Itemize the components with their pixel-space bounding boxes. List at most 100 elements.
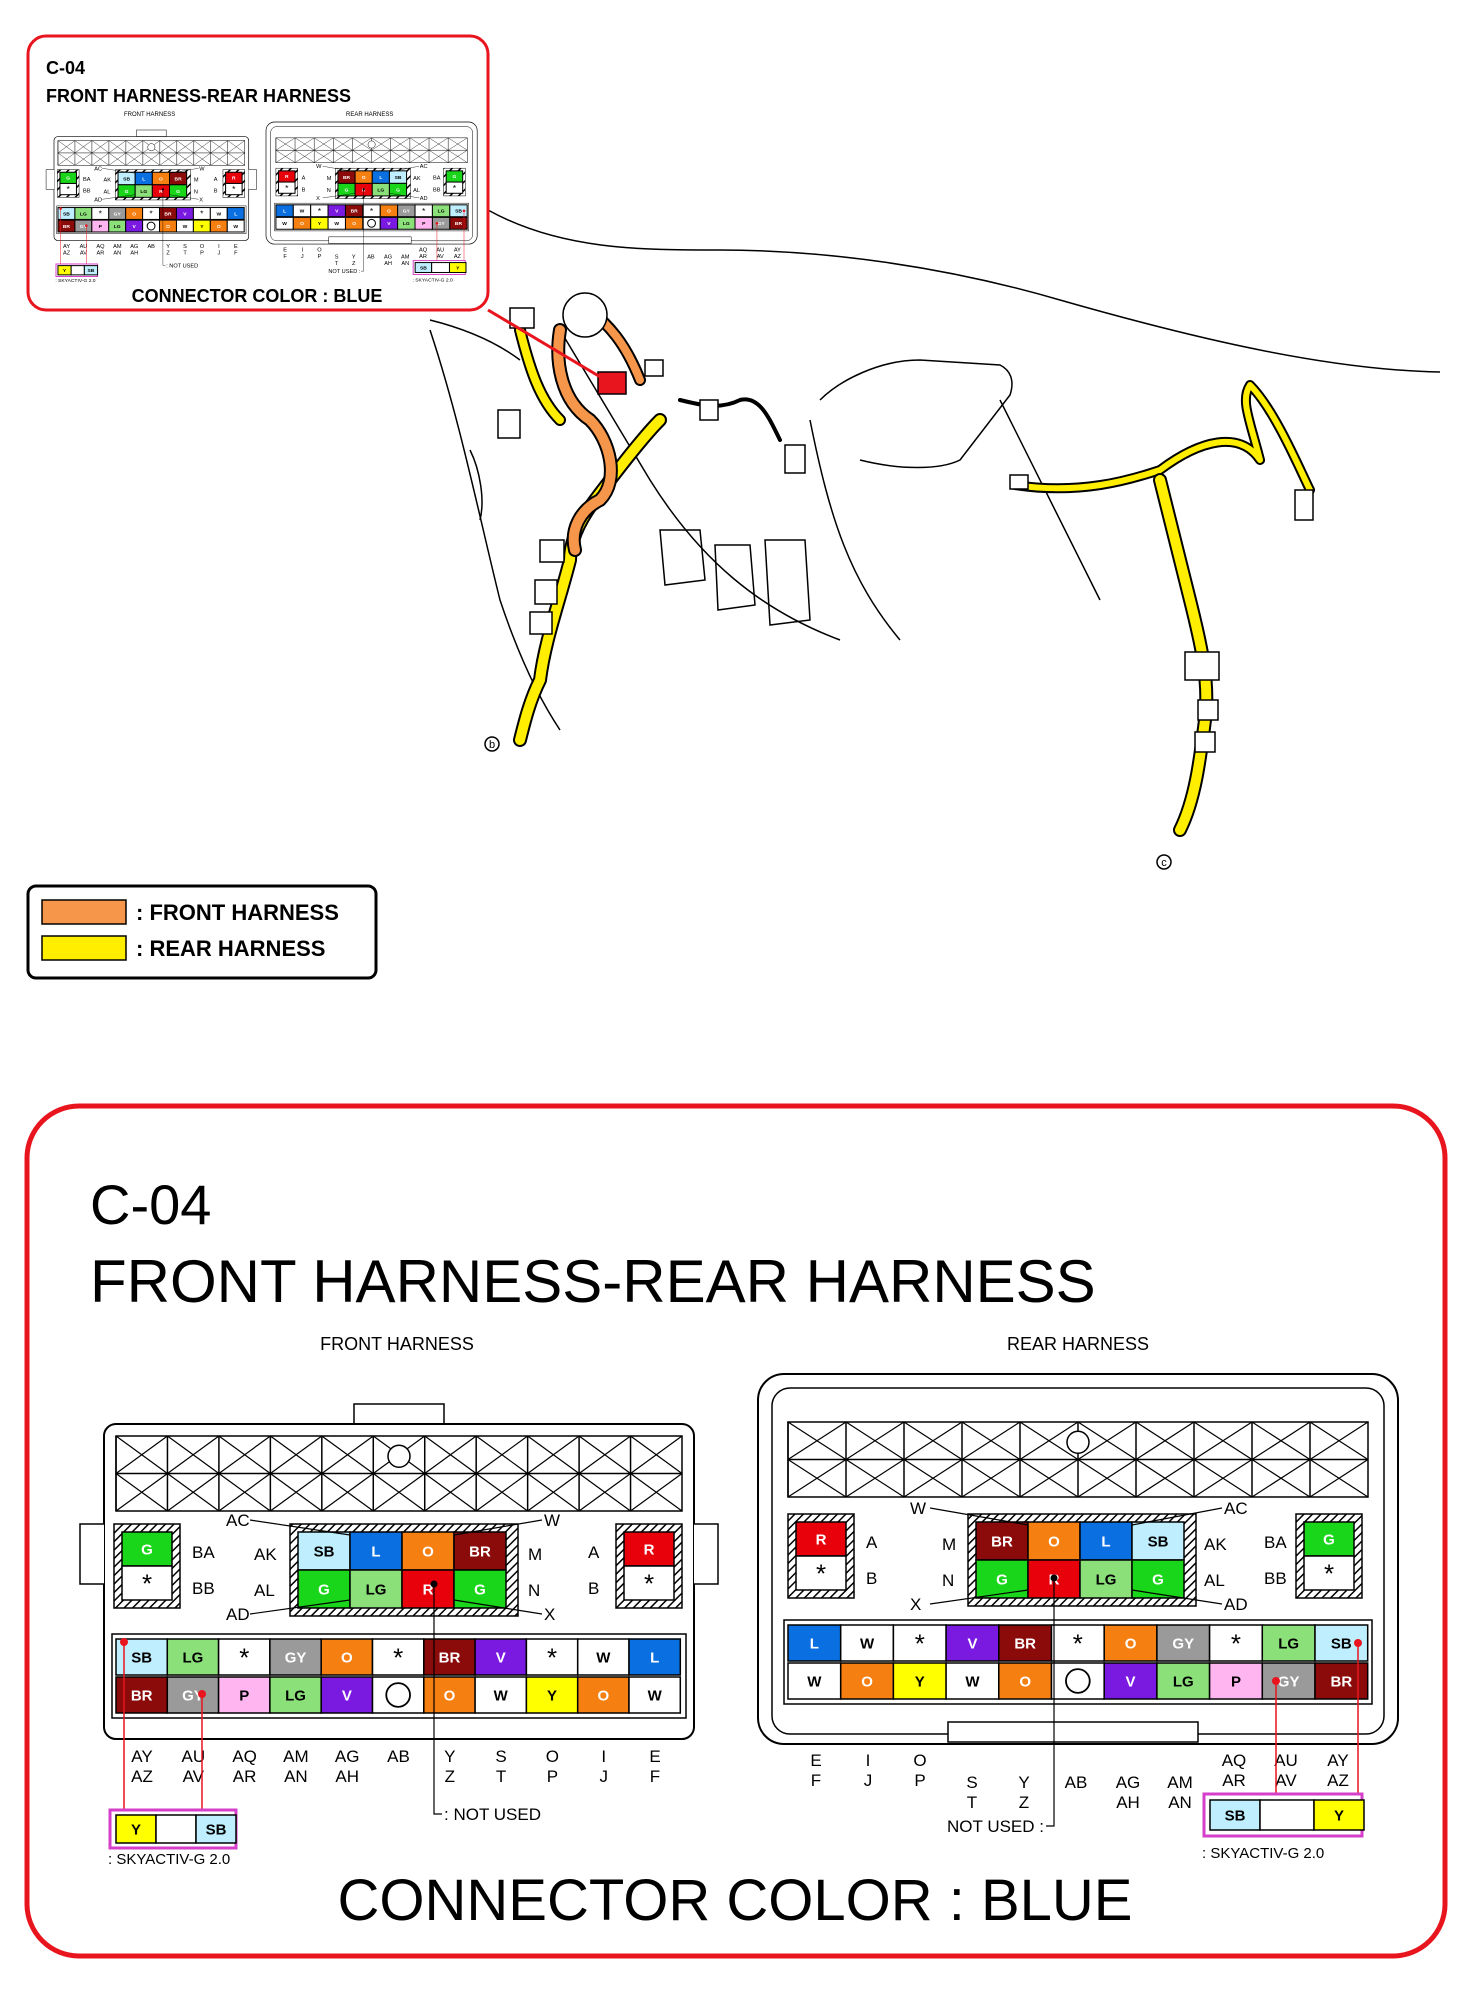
wire-color-label: G [453, 174, 457, 180]
wire-color-label: L [283, 209, 286, 215]
pin-cell: V [1103, 1662, 1158, 1700]
pin-cell: GY [431, 216, 451, 230]
wire-color-label: G [125, 189, 129, 195]
pin-cell: L [1079, 1521, 1133, 1561]
pin-label: AG [130, 244, 138, 250]
pin-cell: G [169, 184, 188, 198]
pin-cell: W [292, 204, 312, 218]
pin-cell: O [1027, 1521, 1081, 1561]
pin-cell: G [445, 170, 464, 183]
pin-cell: W [275, 216, 294, 230]
unused-pin-mark: * [370, 206, 374, 216]
pin-label: O [913, 1751, 926, 1770]
pin-cell: L [371, 170, 390, 184]
wire-color-label: Y [547, 1687, 557, 1704]
wire-color-label: SB [455, 209, 462, 215]
pin-cell: LG [166, 1638, 220, 1676]
pin-label: AY [131, 1747, 152, 1766]
pin-label: P [200, 251, 204, 257]
pin-label: W [544, 1511, 560, 1530]
callout-line [102, 168, 136, 174]
pin-label: AC [1224, 1499, 1248, 1518]
wire-color-label: O [861, 1673, 873, 1690]
empty-pin-symbol [385, 1682, 411, 1708]
wire-color-label: BR [1014, 1635, 1036, 1652]
pin-label: I [601, 1747, 606, 1766]
pin-label: AQ [232, 1747, 257, 1766]
svg-text:c: c [1161, 857, 1167, 869]
pin-label: AL [254, 1581, 275, 1600]
inset-front-label: FRONT HARNESS [124, 112, 175, 118]
wire-color-label: LG [1173, 1673, 1194, 1690]
callout-line [453, 1599, 543, 1615]
pin-label: BA [83, 177, 91, 183]
pin-label: AM [1167, 1773, 1193, 1792]
guide-hole [367, 140, 376, 149]
pin-label: X [544, 1605, 555, 1624]
locking-lattice [275, 137, 468, 163]
harness-connectors [497, 292, 1314, 753]
legend-rear-swatch [41, 935, 127, 961]
wire-color-label: W [233, 224, 238, 230]
pin-cell: Y [192, 219, 211, 233]
pin-cell: G [975, 1559, 1029, 1599]
pin-cell: G [1131, 1559, 1185, 1599]
wire-color-label: O [300, 221, 304, 227]
pin-label: AB [147, 244, 155, 250]
side-clip-left [79, 1523, 104, 1585]
unused-pin-mark: * [239, 1642, 249, 1672]
pin-label: AH [384, 261, 392, 267]
pin-label: Z [352, 261, 356, 267]
pin-label: AD [420, 196, 428, 202]
pin-label: AM [401, 255, 410, 261]
wire-color-label: R [285, 174, 289, 180]
callout-line [322, 193, 356, 199]
wire-color-label: O [387, 209, 391, 215]
pin-cell: O [209, 219, 228, 233]
skyactiv-label: : SKYACTIV-G 2.0 [108, 1851, 230, 1868]
wire-color-label: O [352, 221, 356, 227]
pin-label: AV [1275, 1771, 1297, 1790]
pin-cell: GY [108, 207, 127, 220]
wire-color-label: SB [123, 176, 130, 182]
pin-cell: GY [269, 1638, 322, 1676]
wire-color-label: L [810, 1635, 819, 1652]
pin-label: O [546, 1747, 559, 1766]
pin-label: W [316, 164, 322, 170]
guide-hole [1066, 1430, 1090, 1454]
pin-label: B [302, 187, 306, 193]
pin-cell: * [414, 204, 433, 218]
pin-cell: BR [998, 1624, 1053, 1662]
pin-label: O [317, 247, 322, 253]
callout-line [322, 166, 356, 173]
skyactiv-label: : SKYACTIV-G 2.0 [55, 278, 95, 284]
pin-label: P [914, 1771, 925, 1790]
wire-color-label: O [341, 1649, 353, 1666]
wire-color-label: V [1126, 1673, 1136, 1690]
connector-color-caption: CONNECTOR COLOR : BLUE [338, 1868, 1133, 1933]
pin-cell: * [445, 181, 464, 194]
pin-label: Y [1018, 1773, 1029, 1792]
pin-label: X [316, 196, 320, 202]
pin-label: AU [436, 247, 444, 253]
pin-cell: Y [892, 1662, 947, 1700]
wire-color-label: O [444, 1687, 456, 1704]
side-clip-left [45, 169, 54, 190]
pin-cell: R [623, 1531, 675, 1567]
wire-color-label: O [1048, 1533, 1060, 1550]
wire-color-label: SB [206, 1821, 227, 1838]
pin-cell: P [414, 216, 433, 230]
pin-cell: W [327, 216, 346, 230]
pin-cell: O [292, 216, 312, 230]
pin-label: J [301, 254, 304, 260]
pin-label: M [528, 1545, 542, 1564]
pin-label: AK [1204, 1535, 1227, 1554]
pin-label: AB [1065, 1773, 1088, 1792]
callout-line [169, 168, 199, 174]
pin-label: AU [181, 1747, 205, 1766]
pin-cell: L [226, 207, 245, 220]
pin-cell [1050, 1662, 1105, 1700]
front-harness-label: FRONT HARNESS [320, 1334, 474, 1354]
pin-cell: * [225, 182, 243, 196]
pin-cell: * [1050, 1624, 1105, 1662]
